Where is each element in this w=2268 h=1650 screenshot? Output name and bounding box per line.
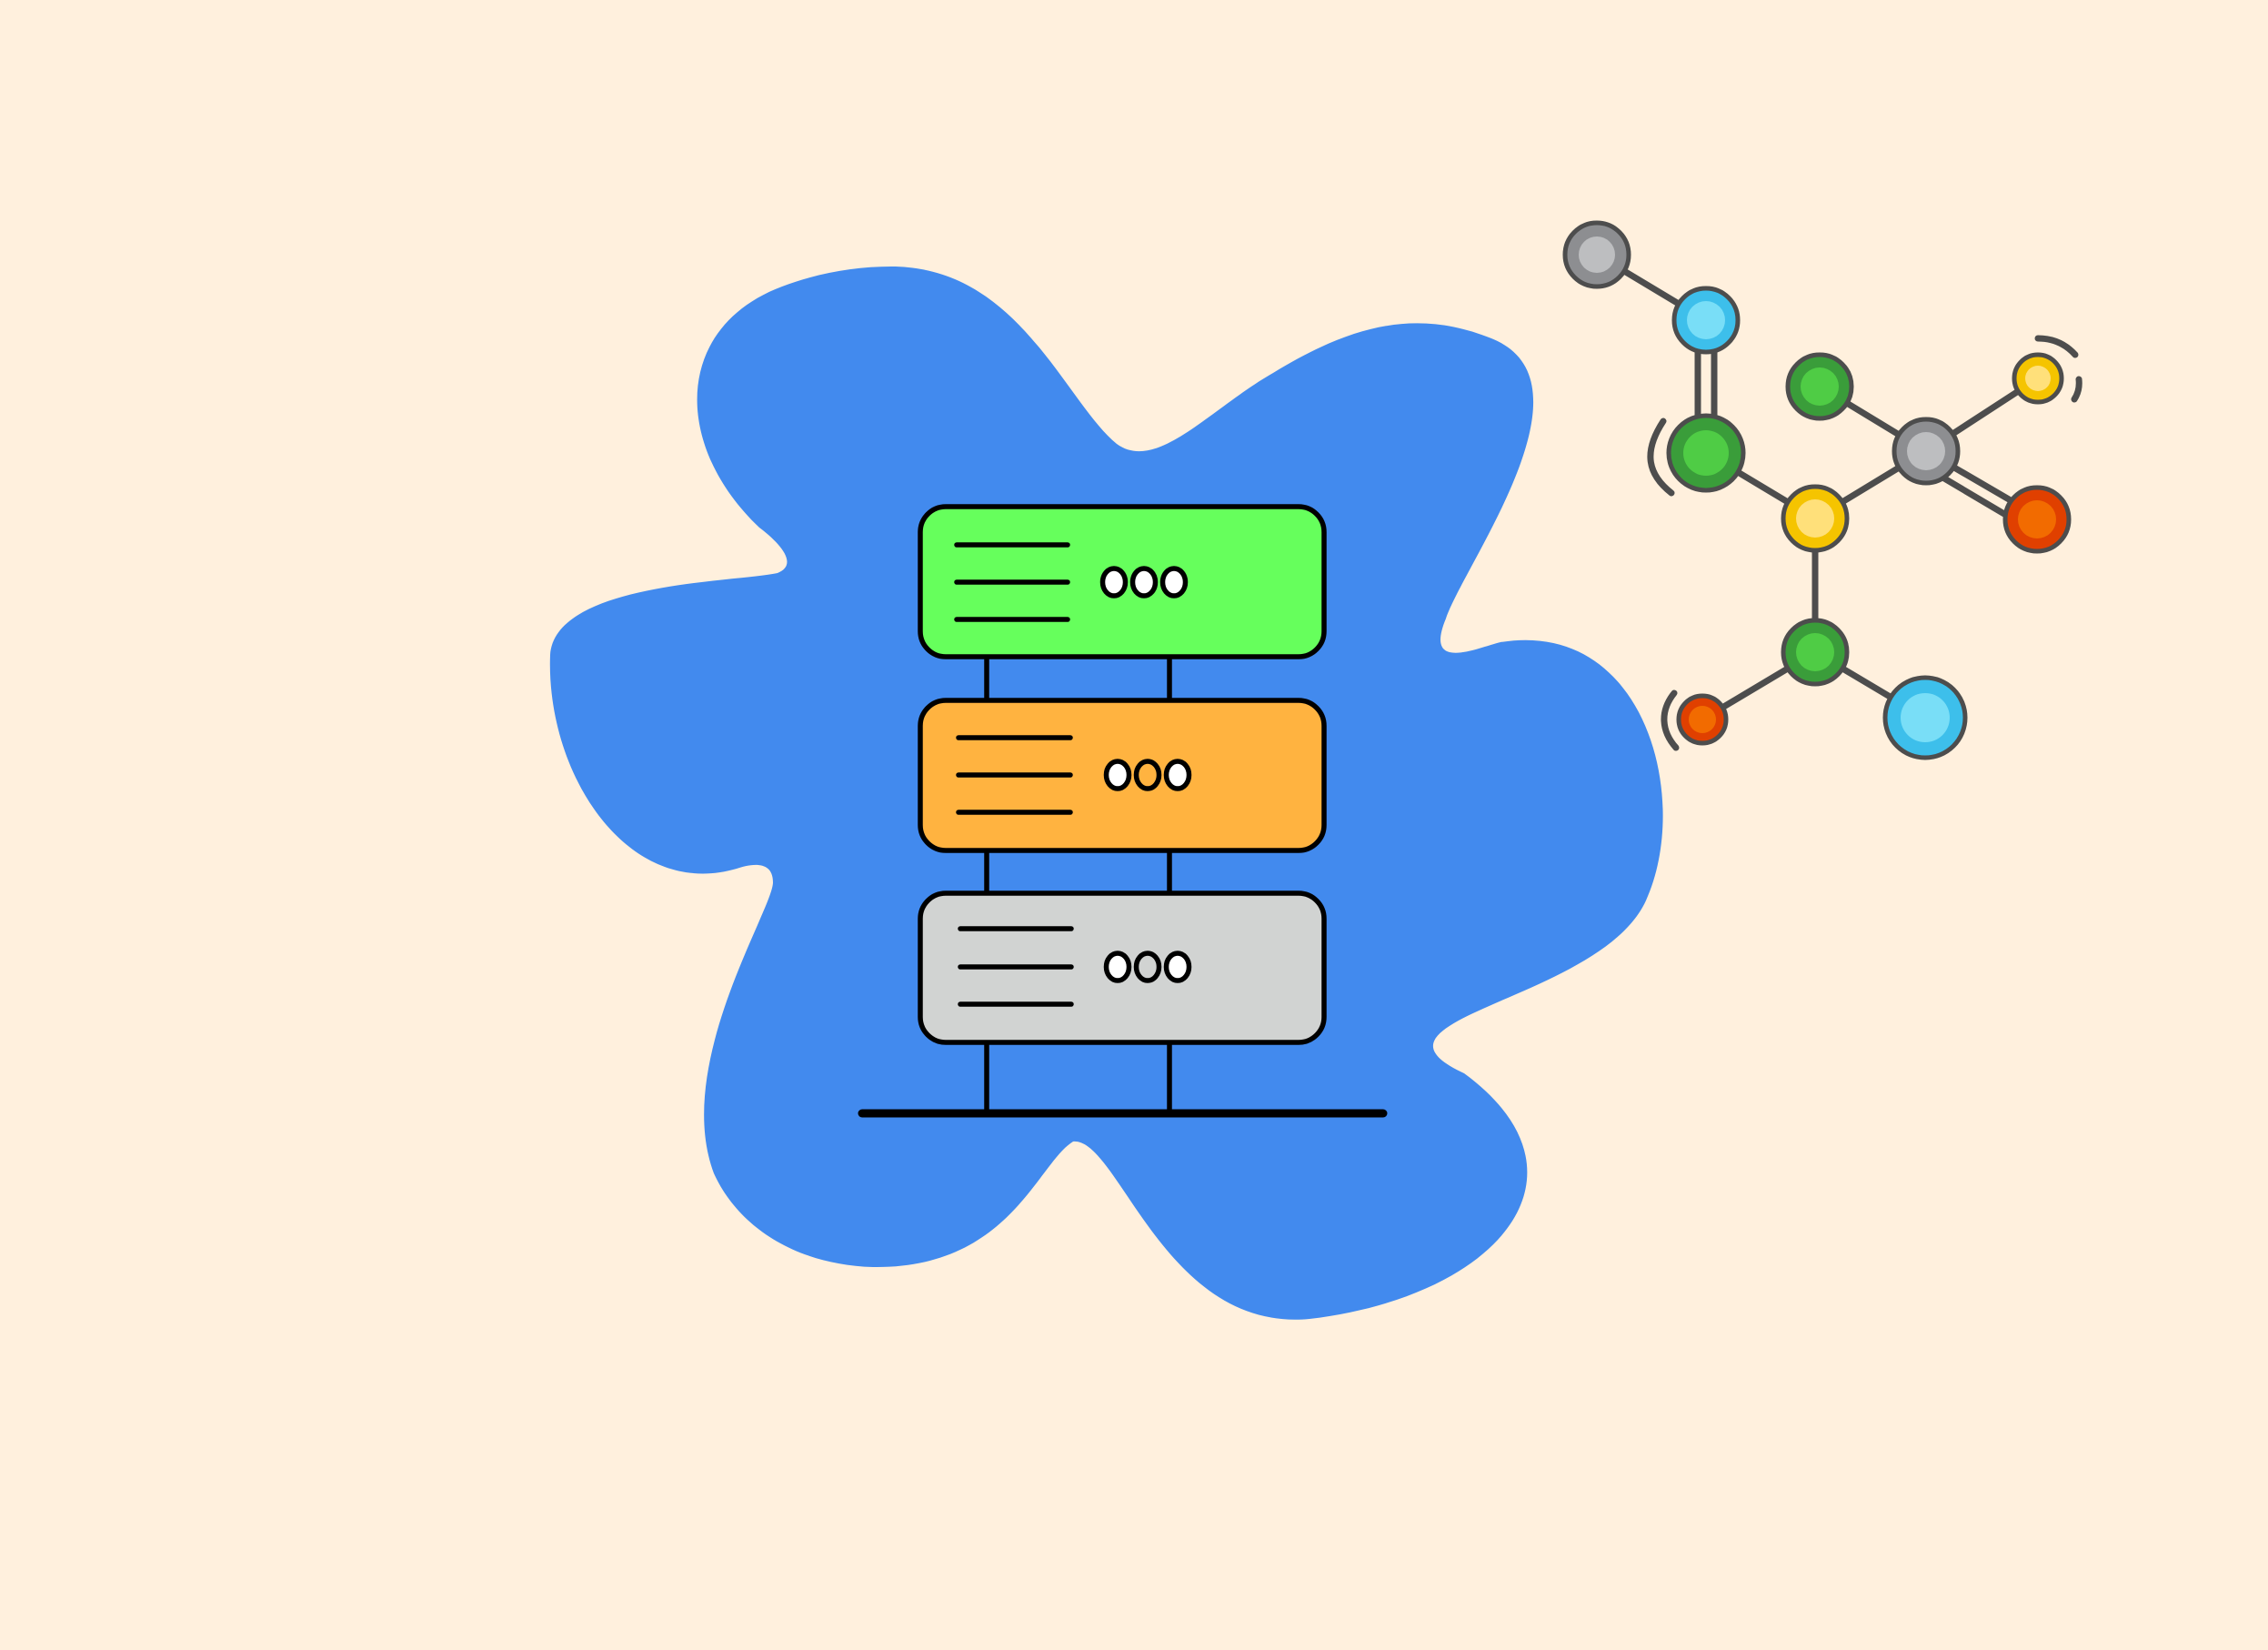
status-light	[1103, 951, 1132, 983]
atom-gray	[1562, 220, 1631, 289]
atom-yellow	[1781, 484, 1850, 553]
status-light	[1163, 759, 1192, 791]
server-unit-middle	[918, 698, 1327, 853]
server-unit-top	[918, 504, 1327, 659]
atom-orange	[1676, 693, 1729, 746]
atom-gray	[1892, 417, 1961, 486]
atom-green	[1785, 352, 1854, 421]
atom-green	[1781, 618, 1850, 687]
atom-blue	[1671, 286, 1741, 355]
status-light	[1133, 951, 1162, 983]
molecule	[1562, 220, 2082, 760]
atom-blue	[1882, 675, 1968, 760]
atom-yellow	[2012, 352, 2064, 405]
status-light	[1129, 566, 1159, 599]
status-light	[1099, 566, 1129, 599]
status-light	[1103, 759, 1132, 791]
status-light	[1163, 951, 1192, 983]
server-rack	[858, 504, 1388, 1118]
atom-green	[1666, 413, 1746, 493]
molecule-atoms	[1562, 220, 2072, 760]
status-light	[1133, 759, 1162, 791]
status-light	[1159, 566, 1189, 599]
atom-orange	[2002, 485, 2072, 554]
server-unit-bottom	[918, 890, 1327, 1045]
